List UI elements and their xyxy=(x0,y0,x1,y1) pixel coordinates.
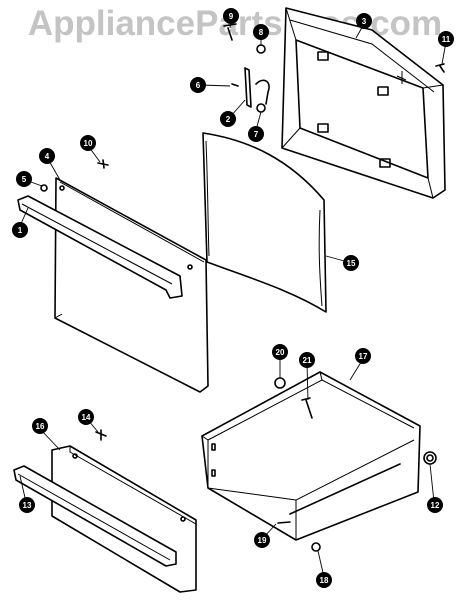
drawer-body[interactable] xyxy=(201,371,421,541)
hinge-assembly[interactable] xyxy=(223,23,270,113)
svg-text:11: 11 xyxy=(442,35,451,44)
svg-text:19: 19 xyxy=(258,536,267,545)
callout-17[interactable]: 17 xyxy=(355,348,371,364)
callout-4[interactable]: 4 xyxy=(39,148,55,164)
svg-text:12: 12 xyxy=(431,501,440,510)
callout-7[interactable]: 7 xyxy=(248,126,264,142)
svg-text:10: 10 xyxy=(84,139,93,148)
svg-text:13: 13 xyxy=(23,501,32,510)
svg-text:18: 18 xyxy=(320,576,329,585)
svg-text:4: 4 xyxy=(45,152,50,161)
hardware[interactable] xyxy=(40,63,445,552)
inner-door-panel[interactable] xyxy=(281,7,446,199)
svg-text:17: 17 xyxy=(359,352,368,361)
oven-door[interactable] xyxy=(54,177,209,393)
svg-text:14: 14 xyxy=(82,413,91,422)
callout-16[interactable]: 16 xyxy=(32,418,48,434)
svg-text:1: 1 xyxy=(18,226,23,235)
callout-19[interactable]: 19 xyxy=(254,532,270,548)
callout-18[interactable]: 18 xyxy=(316,572,332,588)
callout-2[interactable]: 2 xyxy=(220,111,236,127)
svg-text:3: 3 xyxy=(362,17,367,26)
svg-text:9: 9 xyxy=(229,12,234,21)
svg-text:21: 21 xyxy=(303,356,312,365)
callout-6[interactable]: 6 xyxy=(190,77,206,93)
svg-text:7: 7 xyxy=(254,130,259,139)
svg-text:6: 6 xyxy=(196,81,201,90)
svg-text:8: 8 xyxy=(259,28,264,37)
callout-9[interactable]: 9 xyxy=(223,8,239,24)
callout-15[interactable]: 15 xyxy=(343,255,359,271)
callout-10[interactable]: 10 xyxy=(80,135,96,151)
door-insulation[interactable] xyxy=(202,132,327,313)
callout-5[interactable]: 5 xyxy=(16,171,32,187)
callout-14[interactable]: 14 xyxy=(78,409,94,425)
svg-text:16: 16 xyxy=(36,422,45,431)
svg-text:20: 20 xyxy=(276,348,285,357)
callout-8[interactable]: 8 xyxy=(253,24,269,40)
callout-11[interactable]: 11 xyxy=(438,31,454,47)
drawer-front[interactable] xyxy=(51,445,197,593)
svg-text:15: 15 xyxy=(347,259,356,268)
callout-13[interactable]: 13 xyxy=(19,497,35,513)
drawer-handle[interactable] xyxy=(13,465,177,567)
callout-21[interactable]: 21 xyxy=(299,352,315,368)
callout-20[interactable]: 20 xyxy=(272,344,288,360)
door-handle[interactable] xyxy=(17,195,183,299)
callout-1[interactable]: 1 xyxy=(12,222,28,238)
callout-3[interactable]: 3 xyxy=(356,13,372,29)
callout-12[interactable]: 12 xyxy=(427,497,443,513)
svg-text:5: 5 xyxy=(22,175,27,184)
svg-text:2: 2 xyxy=(226,115,231,124)
